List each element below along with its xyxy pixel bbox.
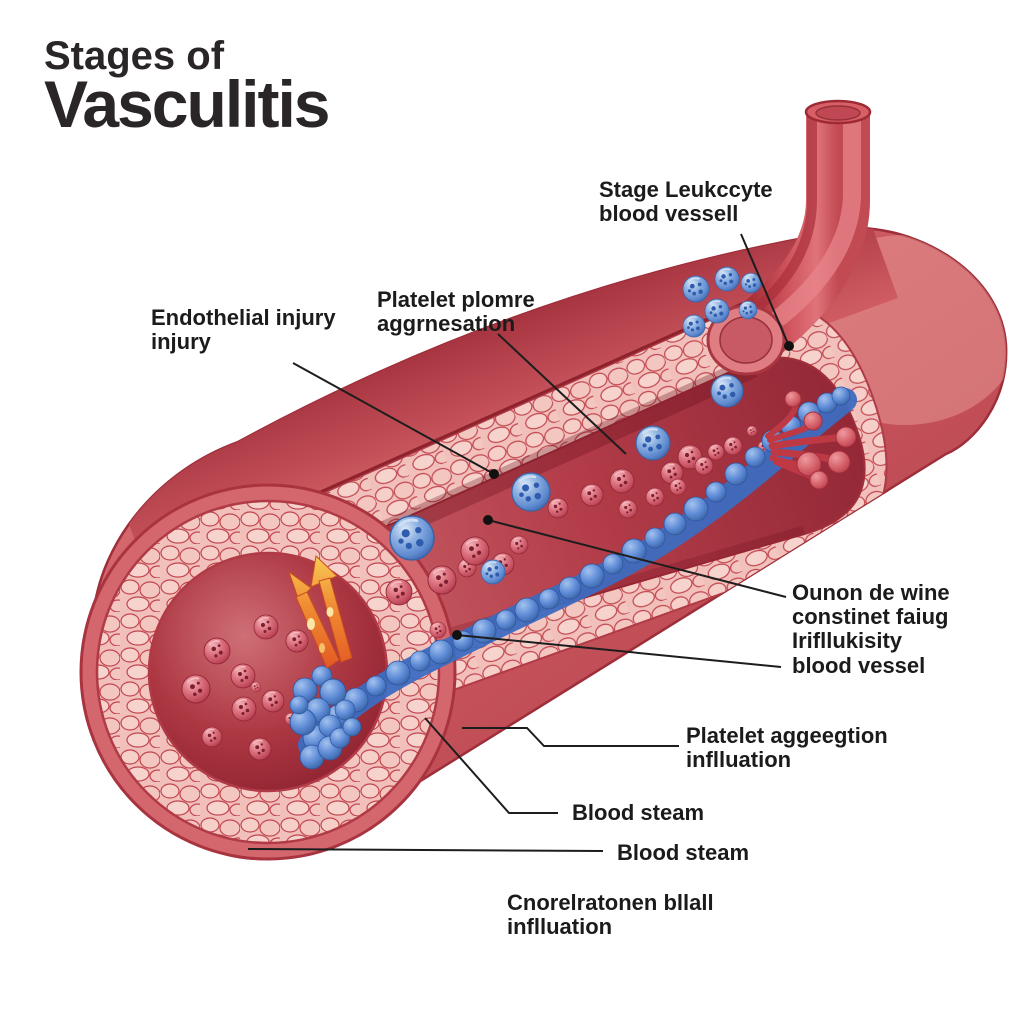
label-endothelial-injury: Endothelial injury injury xyxy=(151,305,336,355)
leader-blood-steam-lower xyxy=(247,848,604,852)
label-platelet-aggregation-bottom: Platelet aggeegtion inflluation xyxy=(686,723,888,773)
sprouting-vessel-tendrils xyxy=(765,390,857,490)
leader-stage-leukocyte xyxy=(740,233,790,347)
label-bottom-note: Cnorelratonen bllall inflluation xyxy=(507,890,714,940)
leader-platelet-bottom xyxy=(462,727,679,747)
title-line-1: Stages of xyxy=(44,34,225,78)
leader-wine-block xyxy=(487,519,787,598)
leader-endothelial-injury xyxy=(292,362,495,475)
label-wine-constinet: Ounon de wine constinet faiug Irifllukis… xyxy=(792,580,950,678)
page-title: Stages of Vasculitis xyxy=(44,34,331,141)
leader-blood-steam-upper xyxy=(424,717,558,814)
label-platelet-aggregation-top: Platelet plomre aggrnesation xyxy=(377,287,535,337)
extravasation-arrows xyxy=(288,554,353,669)
label-stage-leukocyte: Stage Leukccyte blood vessell xyxy=(599,177,773,227)
leader-platelet-top xyxy=(497,333,627,455)
title-line-2: Vasculitis xyxy=(44,67,331,141)
leader-blood-vessel xyxy=(456,634,782,668)
vessel-opening-ring xyxy=(79,483,457,861)
leader-dots xyxy=(452,341,794,640)
leader-lines xyxy=(247,233,790,852)
label-blood-steam-lower: Blood steam xyxy=(617,840,750,865)
label-blood-steam-upper: Blood steam xyxy=(572,800,705,825)
